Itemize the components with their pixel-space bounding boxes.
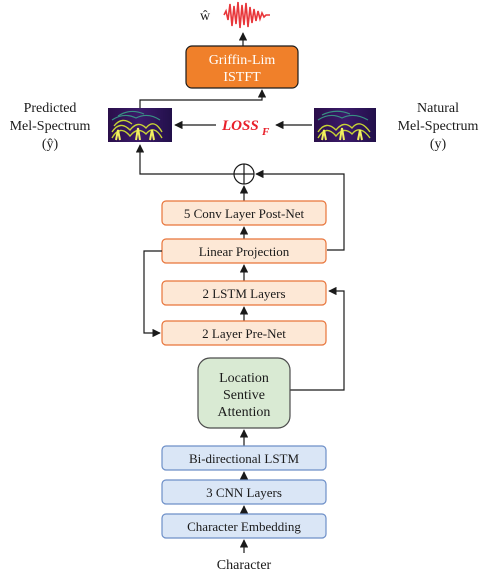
arrow-projection-to-sum [255,169,345,251]
svg-text:Mel-Spectrum: Mel-Spectrum [398,119,479,134]
postnet-box: 5 Conv Layer Post-Net [161,200,327,226]
griffin-lim-label: Griffin-Lim [209,53,276,68]
character-embedding-box: Character Embedding [161,513,327,539]
postnet-label: 5 Conv Layer Post-Net [184,206,305,221]
bidirectional-lstm-label: Bi-directional LSTM [189,451,300,466]
svg-text:(ŷ): (ŷ) [42,137,59,152]
linear-projection-label: Linear Projection [199,244,290,259]
lstm-layers-box: 2 LSTM Layers [161,280,327,306]
prenet-box: 2 Layer Pre-Net [161,320,327,346]
output-waveform-symbol: ŵ [200,9,211,24]
attention-label-line2: Sentive [223,388,265,403]
sum-node-icon [233,163,255,185]
svg-text:F: F [261,126,270,138]
loss-function-label: LOSS F [221,118,270,138]
lstm-layers-label: 2 LSTM Layers [202,286,285,301]
arrow-projection-feedback-to-prenet [143,250,162,338]
prenet-label: 2 Layer Pre-Net [202,326,286,341]
location-sensitive-attention-box: Location Sentive Attention [197,357,291,429]
bidirectional-lstm-box: Bi-directional LSTM [161,445,327,471]
svg-text:(y): (y) [430,137,447,152]
attention-label-line1: Location [219,371,269,386]
attention-label-line3: Attention [218,405,271,420]
griffin-lim-istft-box: Griffin-Lim ISTFT [185,45,299,89]
natural-mel-label: Natural Mel-Spectrum (y) [398,101,479,152]
linear-projection-box: Linear Projection [161,238,327,264]
istft-label: ISTFT [223,70,261,85]
character-input-label: Character [217,558,272,573]
cnn-layers-label: 3 CNN Layers [206,485,282,500]
natural-spectrogram-image [314,108,376,142]
svg-text:Natural: Natural [417,101,459,116]
character-embedding-label: Character Embedding [187,519,301,534]
arrow-attention-to-lstm [290,286,345,391]
cnn-layers-box: 3 CNN Layers [161,479,327,505]
waveform-icon [223,1,270,29]
svg-text:LOSS: LOSS [221,118,259,134]
arrow-spectrum-to-vocoder [139,89,267,110]
predicted-spectrogram-image [108,108,172,142]
svg-text:Mel-Spectrum: Mel-Spectrum [10,119,91,134]
arrow-sum-to-predicted [135,144,234,175]
svg-text:Predicted: Predicted [24,101,77,116]
predicted-mel-label: Predicted Mel-Spectrum (ŷ) [10,101,91,152]
